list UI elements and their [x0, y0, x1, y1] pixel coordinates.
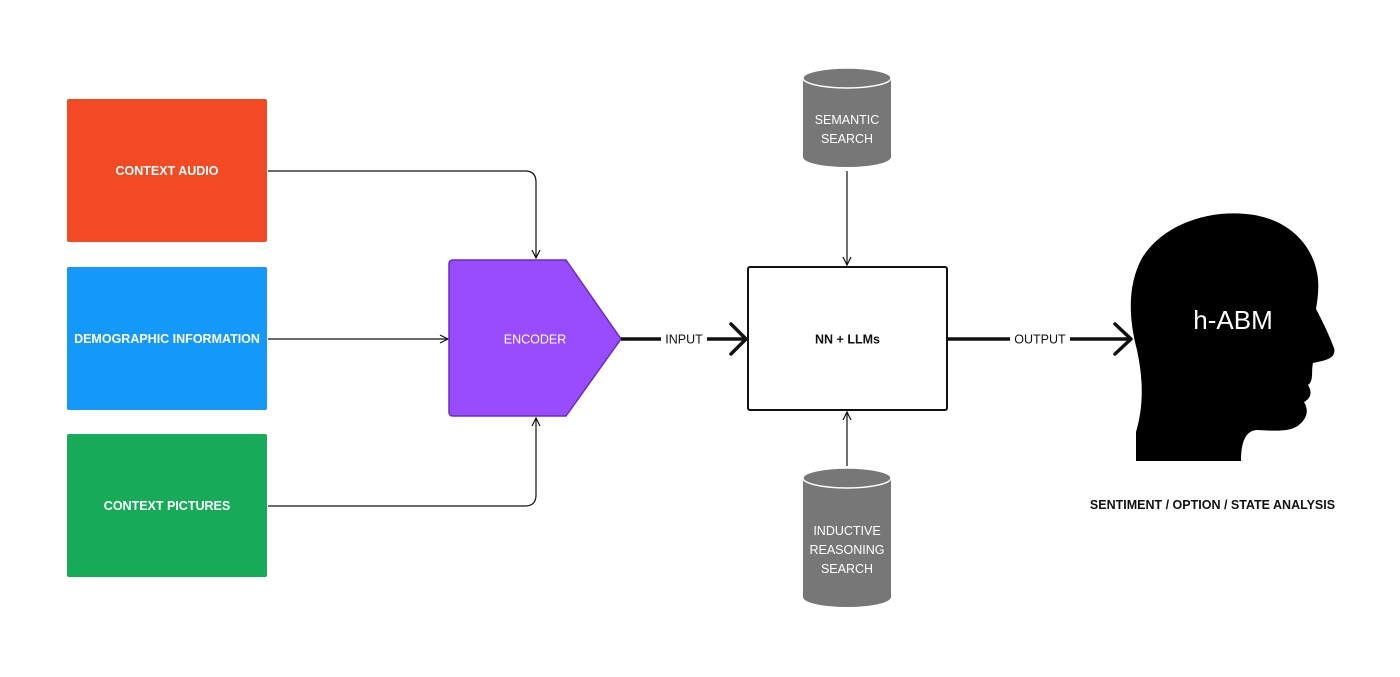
inductive-label-line-2: REASONING [809, 543, 884, 557]
output-edge-label: OUTPUT [1014, 333, 1066, 347]
input-edge-label: INPUT [665, 333, 703, 347]
model-label: NN + LLMs [815, 333, 880, 347]
context-audio-label: CONTEXT AUDIO [115, 163, 219, 178]
context-pictures-box[interactable]: CONTEXT PICTURES [67, 434, 267, 577]
model-box[interactable] [747, 266, 948, 411]
semantic-search-database[interactable]: SEMANTIC SEARCH [802, 67, 892, 167]
inductive-reasoning-database[interactable]: INDUCTIVE REASONING SEARCH [802, 467, 892, 607]
demographic-information-label: DEMOGRAPHIC INFORMATION [74, 331, 260, 346]
semantic-search-label-line-2: SEARCH [821, 132, 873, 146]
connector-pictures-to-encoder [268, 418, 536, 507]
context-audio-box[interactable]: CONTEXT AUDIO [67, 99, 267, 242]
output-arrowhead-icon [1113, 322, 1133, 356]
analysis-caption: SENTIMENT / OPTION / STATE ANALYSIS [1089, 498, 1336, 512]
agent-label: h-ABM [1193, 305, 1272, 335]
context-pictures-label: CONTEXT PICTURES [103, 498, 231, 513]
inductive-label-line-1: INDUCTIVE [813, 524, 880, 538]
human-head-silhouette-icon[interactable] [1130, 213, 1335, 461]
semantic-search-label-line-1: SEMANTIC [815, 113, 880, 127]
inductive-label-line-3: SEARCH [821, 562, 873, 576]
connector-audio-to-encoder [268, 170, 536, 258]
input-arrowhead-icon [729, 322, 748, 356]
encoder-shape[interactable] [448, 259, 622, 417]
encoder-label: ENCODER [504, 333, 567, 347]
demographic-information-box[interactable]: DEMOGRAPHIC INFORMATION [67, 267, 267, 410]
